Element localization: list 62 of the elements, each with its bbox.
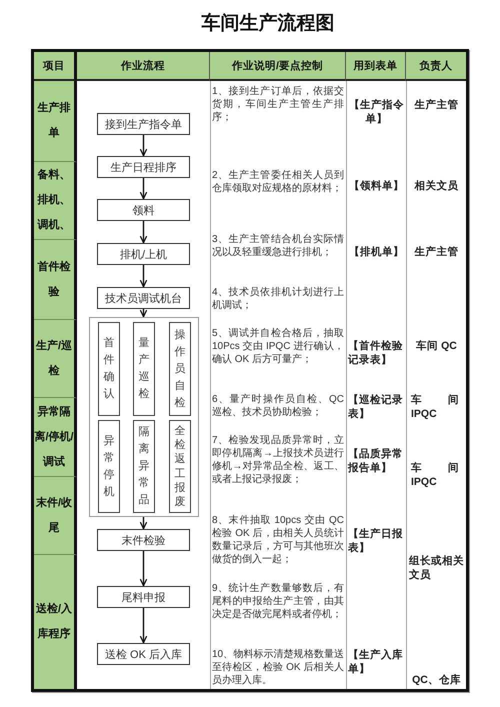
instruction-text: 3、生产主管结合机台实际情况以及轻重缓急进行排机；	[212, 232, 344, 258]
process-box: 排机/上机	[97, 243, 190, 265]
group-frame	[89, 317, 199, 517]
form-name: 【品质异常报告单】	[348, 446, 404, 474]
instruction-text: 10、物料标示清楚规格数量送至待检区，检验 OK 后相关人员办理入库。	[212, 648, 344, 687]
row-header: 末件/收尾	[34, 477, 77, 555]
owner-name: 相关文员	[413, 179, 460, 193]
instruction-text: 8、末件抽取 10pcs 交由 QC 检验 OK 后，由相关人员统计数量记录后，方可与其他班次做货的倒入一起；	[212, 514, 344, 566]
arrow	[140, 178, 148, 200]
diagram-title: 车间生产流程图	[200, 12, 336, 36]
form-name: 【排机单】	[348, 245, 405, 259]
arrow	[140, 135, 148, 156]
process-box: 末件检验	[97, 529, 190, 551]
process-box: 生产日程排序	[97, 156, 190, 178]
row-header: 送检/入库程序	[34, 555, 77, 689]
process-box: 送检 OK 后入库	[97, 643, 190, 665]
process-box: 量产巡检	[133, 322, 155, 416]
row-header: 生产排单	[34, 81, 77, 162]
column-header: 作业流程	[77, 52, 210, 81]
row-header: 生产/巡检	[34, 320, 77, 398]
column-header: 作业说明/要点控制	[210, 52, 346, 81]
form-name: 【领料单】	[348, 179, 405, 193]
process-box: 操作员自检	[169, 322, 191, 416]
row-header: 异常隔离/停机/调试	[34, 398, 77, 477]
owner-name: 组长或相关文员	[409, 554, 465, 582]
row-header: 备料、排机、调机、	[34, 162, 77, 240]
form-name: 【生产日报表】	[348, 527, 404, 555]
process-box: 全检返工报废	[169, 420, 191, 513]
row-header: 首件检验	[34, 240, 77, 320]
arrow	[140, 517, 148, 530]
owner-name: QC、仓库	[411, 673, 462, 687]
owner-name: 生产主管	[413, 98, 460, 112]
instruction-text: 7、检验发现品质异常时，立即停机隔离→上报技术员进行修机→对异常品全检、返工、或者上报记录报废；	[212, 434, 344, 486]
instruction-text: 6、量产时操作员自检、QC 巡检、技术员协助检验；	[212, 392, 344, 418]
owner-name: 生产主管	[413, 245, 460, 259]
process-box: 技术员调试机台	[97, 287, 190, 309]
arrow	[140, 608, 148, 644]
process-box: 领料	[97, 199, 190, 221]
form-name: 【巡检记录表】	[348, 393, 404, 421]
arrow	[140, 265, 148, 288]
instruction-text: 4、技术员依排机计划进行上机调试；	[212, 286, 344, 312]
form-name: 【生产入库单】	[348, 648, 404, 676]
process-box: 异常停机	[98, 420, 120, 513]
owner-name: 车间 IPQC	[411, 392, 459, 420]
arrow	[140, 221, 148, 244]
process-box: 尾料申报	[97, 586, 190, 608]
column-header: 用到表单	[346, 52, 406, 81]
column-header: 负责人	[406, 52, 466, 81]
process-box: 隔离异常品	[133, 420, 155, 513]
instruction-text: 1、接到生产订单后，依据交货期，车间生产主管生产排序；	[212, 85, 344, 124]
instruction-text: 2、生产主管委任相关人员到仓库领取对应规格的原材料；	[212, 168, 344, 194]
form-name: 【生产指令单】	[348, 98, 405, 126]
instruction-text: 5、调试并自检合格后，抽取10Pcs 交由 IPQC 进行确认，确认 OK 后方可量产；	[212, 326, 344, 366]
column-header: 项目	[34, 52, 77, 81]
arrow	[140, 309, 148, 318]
owner-name: 车间 IPQC	[411, 460, 459, 488]
arrow	[140, 551, 148, 586]
form-name: 【首件检验记录表】	[348, 339, 404, 367]
process-box: 首件确认	[98, 322, 120, 416]
instruction-text: 9、统计生产数量够数后，有尾料的申报给生产主管，由其决定是否做完尾料或者停机；	[212, 582, 344, 621]
process-box: 接到生产指令单	[97, 113, 190, 135]
owner-name: 车间 QC	[415, 339, 458, 353]
